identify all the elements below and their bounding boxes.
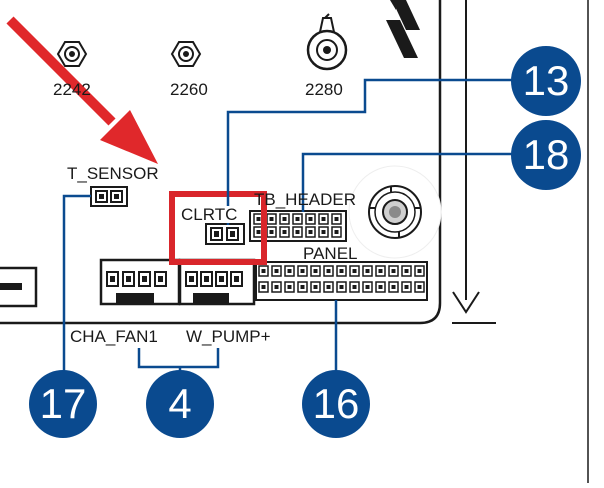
tb-header-pin-contact — [269, 217, 274, 221]
tb-header-pin-contact — [256, 230, 261, 234]
tb-header-pin-contact — [308, 217, 313, 221]
board-stripes — [386, 0, 420, 58]
panel-pin-contact — [326, 285, 331, 289]
panel-pin-contact — [352, 269, 357, 273]
panel-pin-contact — [404, 285, 409, 289]
panel-pin-contact — [300, 269, 305, 273]
panel-pin-contact — [313, 269, 318, 273]
cha-fan1-connector — [99, 258, 181, 306]
screw-hole-icon — [348, 165, 442, 259]
callout-badge-17: 17 — [29, 370, 97, 438]
panel-pin-contact — [274, 285, 279, 289]
panel-pin-contact — [352, 285, 357, 289]
panel-pin-contact — [378, 285, 383, 289]
clrtc-header — [205, 223, 245, 245]
m2-standoff-icon — [170, 41, 202, 67]
clrtc-highlight-box — [169, 191, 267, 265]
panel-pin-contact — [365, 269, 370, 273]
m2-standoff-icon — [306, 13, 348, 71]
panel-pin-contact — [287, 285, 292, 289]
standoff-label-2280: 2280 — [305, 80, 343, 99]
callout-badge-16: 16 — [302, 370, 370, 438]
panel-pin-contact — [274, 269, 279, 273]
w-pump-label: W_PUMP+ — [186, 327, 271, 346]
callout-badge-13: 13 — [511, 46, 581, 116]
tb-header-label: TB_HEADER — [254, 190, 357, 209]
board-edge-arrowhead — [452, 291, 480, 314]
standoff-label-2260: 2260 — [170, 80, 208, 99]
panel-pin-contact — [391, 269, 396, 273]
panel-pin-contact — [287, 269, 292, 273]
panel-pin-contact — [300, 285, 305, 289]
callout-leader-lines — [62, 78, 514, 380]
m2-standoff-icon — [56, 41, 88, 67]
clrtc-label: CLRTC — [181, 205, 238, 224]
standoff-label-2242: 2242 — [53, 80, 91, 99]
panel-pin-contact — [365, 285, 370, 289]
w-pump-connector — [178, 258, 256, 306]
tb-header-pin-contact — [321, 217, 326, 221]
left-connector — [0, 266, 38, 308]
panel-pin-contact — [261, 285, 266, 289]
panel-pin-contact — [339, 269, 344, 273]
panel-pin-contact — [261, 269, 266, 273]
callout-badge-4: 4 — [146, 370, 214, 438]
t-sensor-label: T_SENSOR — [67, 164, 159, 183]
red-pointer-arrow — [6, 16, 158, 164]
panel-label: PANEL — [303, 244, 358, 263]
panel-pin-contact — [378, 269, 383, 273]
tb-header-pin-contact — [308, 230, 313, 234]
t-sensor-header — [90, 186, 128, 207]
tb-header-pin-contact — [256, 217, 261, 221]
cha-fan1-label: CHA_FAN1 — [70, 327, 158, 346]
tb-header-pin-contact — [295, 230, 300, 234]
panel-pin-contact — [404, 269, 409, 273]
panel-pin-contact — [417, 285, 422, 289]
tb-header-pin-contact — [334, 217, 339, 221]
panel-pin-contact — [391, 285, 396, 289]
panel-pin-contact — [417, 269, 422, 273]
tb-header-pin-contact — [321, 230, 326, 234]
panel-pin-contact — [326, 269, 331, 273]
tb-header-pin-contact — [269, 230, 274, 234]
tb-header-pin-contact — [295, 217, 300, 221]
panel-pin-contact — [339, 285, 344, 289]
callout-badge-18: 18 — [511, 120, 581, 190]
panel-pin-contact — [313, 285, 318, 289]
board-outline — [0, 0, 442, 325]
tb-header-pin-contact — [334, 230, 339, 234]
tb-header-pin-contact — [282, 230, 287, 234]
panel-connector — [255, 261, 428, 301]
tb-header-pin-contact — [282, 217, 287, 221]
